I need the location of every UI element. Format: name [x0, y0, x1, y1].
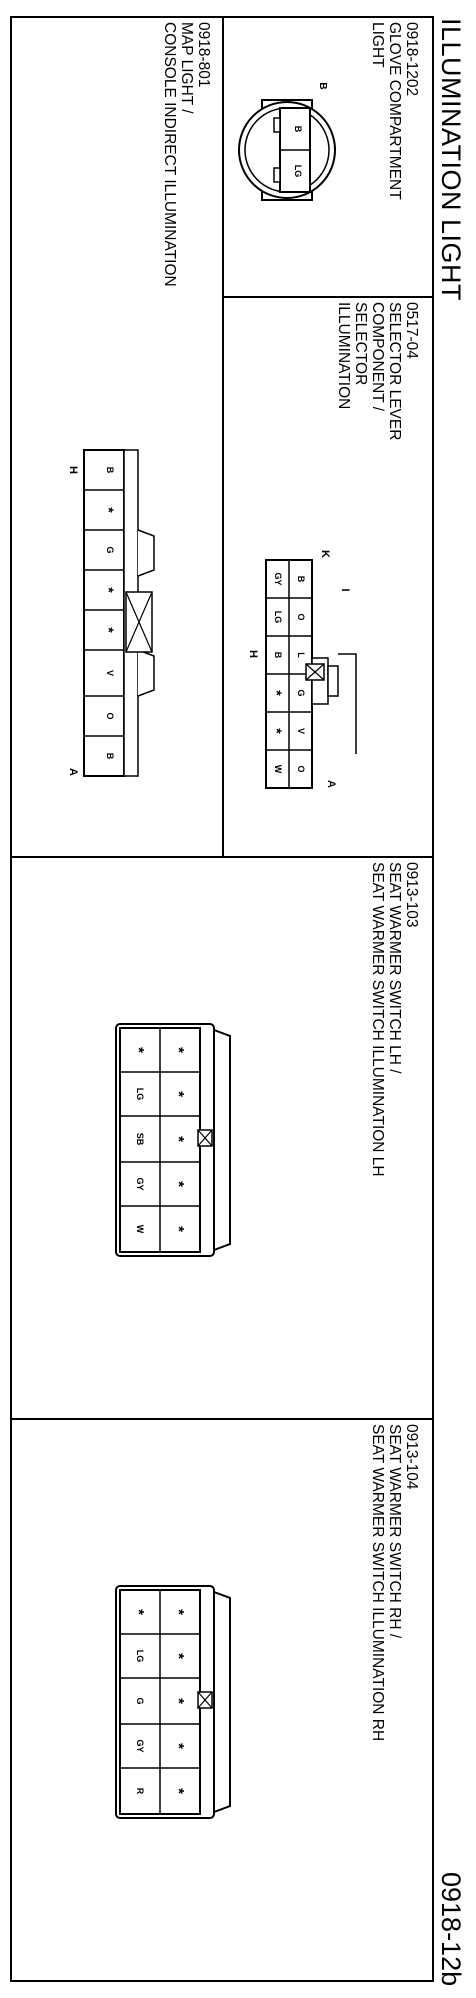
seat-rh-label: 0913-104 SEAT WARMER SWITCH RH / SEAT WA…	[369, 1424, 420, 1742]
selector-pin-1-3: G	[296, 689, 306, 696]
seat-lh-pin-1-3: GY	[135, 1177, 145, 1190]
seat-lh-pin-0-3: *	[170, 1181, 187, 1187]
map-label: 0918-801 MAP LIGHT / CONSOLE INDIRECT IL…	[161, 22, 212, 287]
map-pin-5: V	[105, 670, 115, 676]
page-id: 0918-12b	[436, 1872, 466, 1987]
divider-top-vertical	[222, 16, 224, 857]
seat-lh-label: 0913-103 SEAT WARMER SWITCH LH / SEAT WA…	[369, 862, 420, 1177]
seat-rh-pin-0-0: *	[170, 1609, 187, 1615]
map-pin-7: B	[105, 753, 115, 760]
map-connector: B * G * * V O B H A	[67, 449, 155, 777]
seat-rh-pin-1-4: R	[135, 1788, 145, 1795]
divider-main-1	[10, 856, 434, 858]
selector-callout-k: K	[319, 550, 331, 558]
glove-pin-b: B	[293, 126, 303, 133]
seat-lh-pin-0-2: *	[170, 1136, 187, 1142]
selector-pin-1-4: V	[296, 728, 306, 734]
seat-rh-pin-1-2: G	[135, 1697, 145, 1704]
selector-pin-0-3: *	[269, 690, 285, 696]
selector-callout-h: H	[247, 650, 259, 658]
seat-rh-pin-0-1: *	[170, 1653, 187, 1659]
seat-rh-pin-0-2: *	[170, 1698, 187, 1704]
glove-pin-lg: LG	[293, 165, 303, 178]
selector-callout-i: I	[339, 588, 351, 591]
selector-pin-0-2: B	[273, 652, 283, 659]
selector-connector: GY LG B * * W B O L G V O K I H A	[247, 550, 357, 789]
seat-lh-connector: * * * * * * LG SB GY W	[115, 1023, 231, 1257]
map-callout-h: H	[67, 466, 79, 474]
selector-pin-0-4: *	[269, 728, 285, 734]
seat-lh-pin-1-2: SB	[135, 1133, 145, 1146]
map-pin-0: B	[105, 467, 115, 474]
glove-connector: B LG B A	[238, 82, 336, 201]
map-pin-2: G	[105, 546, 115, 553]
divider-main-2	[10, 1418, 434, 1420]
map-pin-3: *	[101, 587, 117, 593]
map-pin-4: *	[101, 627, 117, 633]
seat-rh-pin-1-1: LG	[135, 1650, 145, 1663]
seat-rh-connector: * * * * * * LG G GY R	[115, 1585, 231, 1819]
map-pin-6: O	[105, 712, 115, 719]
seat-lh-pin-1-1: LG	[135, 1088, 145, 1101]
map-pin-1: *	[101, 507, 117, 513]
map-callout-a: A	[67, 768, 79, 776]
seat-lh-pin-1-4: W	[135, 1225, 145, 1234]
seat-lh-pin-1-0: *	[130, 1047, 147, 1053]
selector-pin-1-5: O	[296, 765, 306, 772]
selector-callout-a: A	[325, 780, 337, 788]
selector-label: 0517-04 SELECTOR LEVER COMPONENT / SELEC…	[335, 302, 420, 441]
seat-lh-pin-0-0: *	[170, 1047, 187, 1053]
selector-pin-1-1: O	[296, 613, 306, 620]
seat-rh-pin-1-3: GY	[135, 1739, 145, 1752]
glove-callout-b: B	[317, 82, 328, 89]
selector-pin-1-2: L	[296, 652, 306, 658]
seat-rh-pin-1-0: *	[130, 1609, 147, 1615]
page-title: ILLUMINATION LIGHT	[436, 18, 466, 302]
seat-rh-pin-0-3: *	[170, 1743, 187, 1749]
selector-pin-0-5: W	[273, 765, 283, 774]
glove-label: 0918-1202 GLOVE COMPARTMENT LIGHT	[369, 22, 420, 200]
selector-pin-0-0: GY	[273, 572, 283, 585]
selector-pin-1-0: B	[296, 576, 306, 583]
seat-lh-pin-0-1: *	[170, 1091, 187, 1097]
divider-top-horizontal	[222, 296, 434, 298]
seat-rh-pin-0-4: *	[170, 1788, 187, 1794]
selector-pin-0-1: LG	[273, 611, 283, 624]
seat-lh-pin-0-4: *	[170, 1226, 187, 1232]
